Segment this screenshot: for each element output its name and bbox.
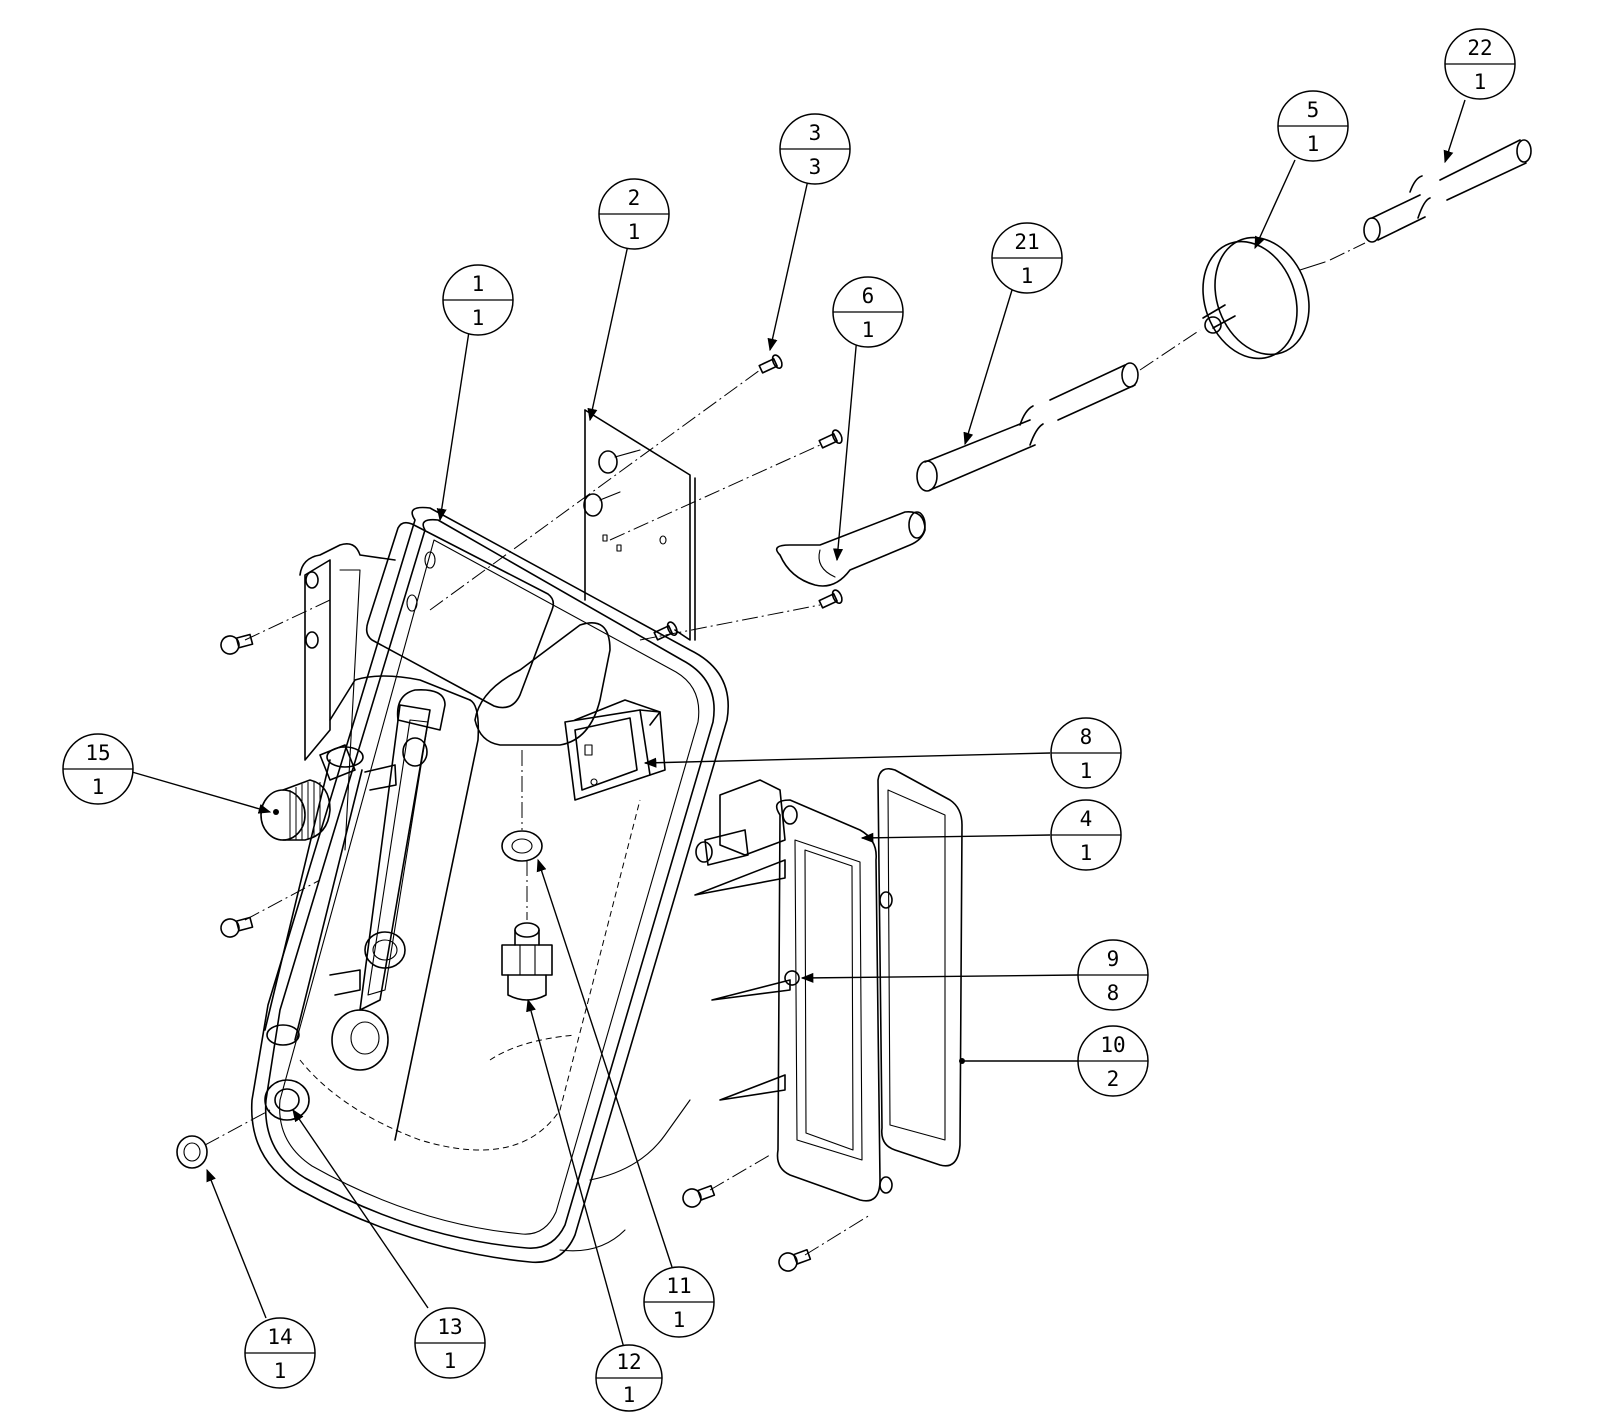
elbow-tube <box>775 511 926 587</box>
callout-15-item: 15 <box>85 741 110 765</box>
grommet <box>176 1109 271 1169</box>
callout-4: 4 1 <box>1050 799 1122 871</box>
callout-15-qty: 1 <box>92 775 105 799</box>
leader-lines <box>131 99 1466 1349</box>
callout-22: 22 1 <box>1444 28 1516 100</box>
callout-1: 1 1 <box>442 264 514 336</box>
callout-3-qty: 3 <box>809 155 822 179</box>
side-frame <box>775 799 893 1202</box>
port-bezel <box>264 1079 310 1121</box>
callout-6-qty: 1 <box>862 318 875 342</box>
callout-13-qty: 1 <box>444 1349 457 1373</box>
callout-5-qty: 1 <box>1307 132 1320 156</box>
locating-spikes <box>694 859 791 1101</box>
callout-8-qty: 1 <box>1080 759 1093 783</box>
callout-6: 6 1 <box>832 276 904 348</box>
callout-14-item: 14 <box>267 1325 292 1349</box>
callout-5-item: 5 <box>1307 98 1320 122</box>
callout-14: 14 1 <box>244 1317 316 1389</box>
callout-6-item: 6 <box>862 284 875 308</box>
callout-13: 13 1 <box>414 1307 486 1379</box>
callout-21-item: 21 <box>1014 230 1039 254</box>
callout-8-item: 8 <box>1080 725 1093 749</box>
callout-9-item: 9 <box>1107 947 1120 971</box>
needle-valve-knob <box>260 744 397 1046</box>
hose-fitting <box>501 860 553 1001</box>
callout-2: 2 1 <box>598 178 670 250</box>
callout-5: 5 1 <box>1277 90 1349 162</box>
washer <box>501 750 543 862</box>
tube-end-segment <box>1363 139 1532 243</box>
callout-2-item: 2 <box>628 186 641 210</box>
callout-10-qty: 2 <box>1107 1067 1120 1091</box>
pcb-board <box>583 409 696 641</box>
housing-front-panel <box>250 506 729 1264</box>
callout-4-item: 4 <box>1080 807 1093 831</box>
callout-11-item: 11 <box>666 1274 691 1298</box>
filter-disc <box>1202 236 1366 360</box>
callout-11: 11 1 <box>643 1266 715 1338</box>
callout-11-qty: 1 <box>673 1308 686 1332</box>
rocker-switch <box>564 699 666 801</box>
cover-plate <box>877 767 963 1167</box>
callout-9-qty: 8 <box>1107 981 1120 1005</box>
callout-3: 3 3 <box>779 113 851 185</box>
callout-22-qty: 1 <box>1474 70 1487 94</box>
callout-12-item: 12 <box>616 1350 641 1374</box>
callout-12: 12 1 <box>595 1344 663 1412</box>
loose-screws <box>220 599 871 1272</box>
callout-3-item: 3 <box>809 121 822 145</box>
tube-segment <box>916 329 1201 492</box>
callout-15: 15 1 <box>62 733 134 805</box>
callout-21-qty: 1 <box>1021 264 1034 288</box>
callout-10: 10 2 <box>1077 1025 1149 1097</box>
callout-13-item: 13 <box>437 1315 462 1339</box>
connector-block <box>695 779 786 866</box>
callout-10-item: 10 <box>1100 1033 1125 1057</box>
callout-14-qty: 1 <box>274 1359 287 1383</box>
callout-9: 9 8 <box>1077 939 1149 1011</box>
callout-1-qty: 1 <box>472 306 485 330</box>
callout-2-qty: 1 <box>628 220 641 244</box>
callout-21: 21 1 <box>991 222 1063 294</box>
callout-8: 8 1 <box>1050 717 1122 789</box>
callout-22-item: 22 <box>1467 36 1492 60</box>
pcb-screws <box>429 354 843 641</box>
callout-12-qty: 1 <box>623 1383 636 1407</box>
callout-4-qty: 1 <box>1080 841 1093 865</box>
callout-1-item: 1 <box>472 272 485 296</box>
